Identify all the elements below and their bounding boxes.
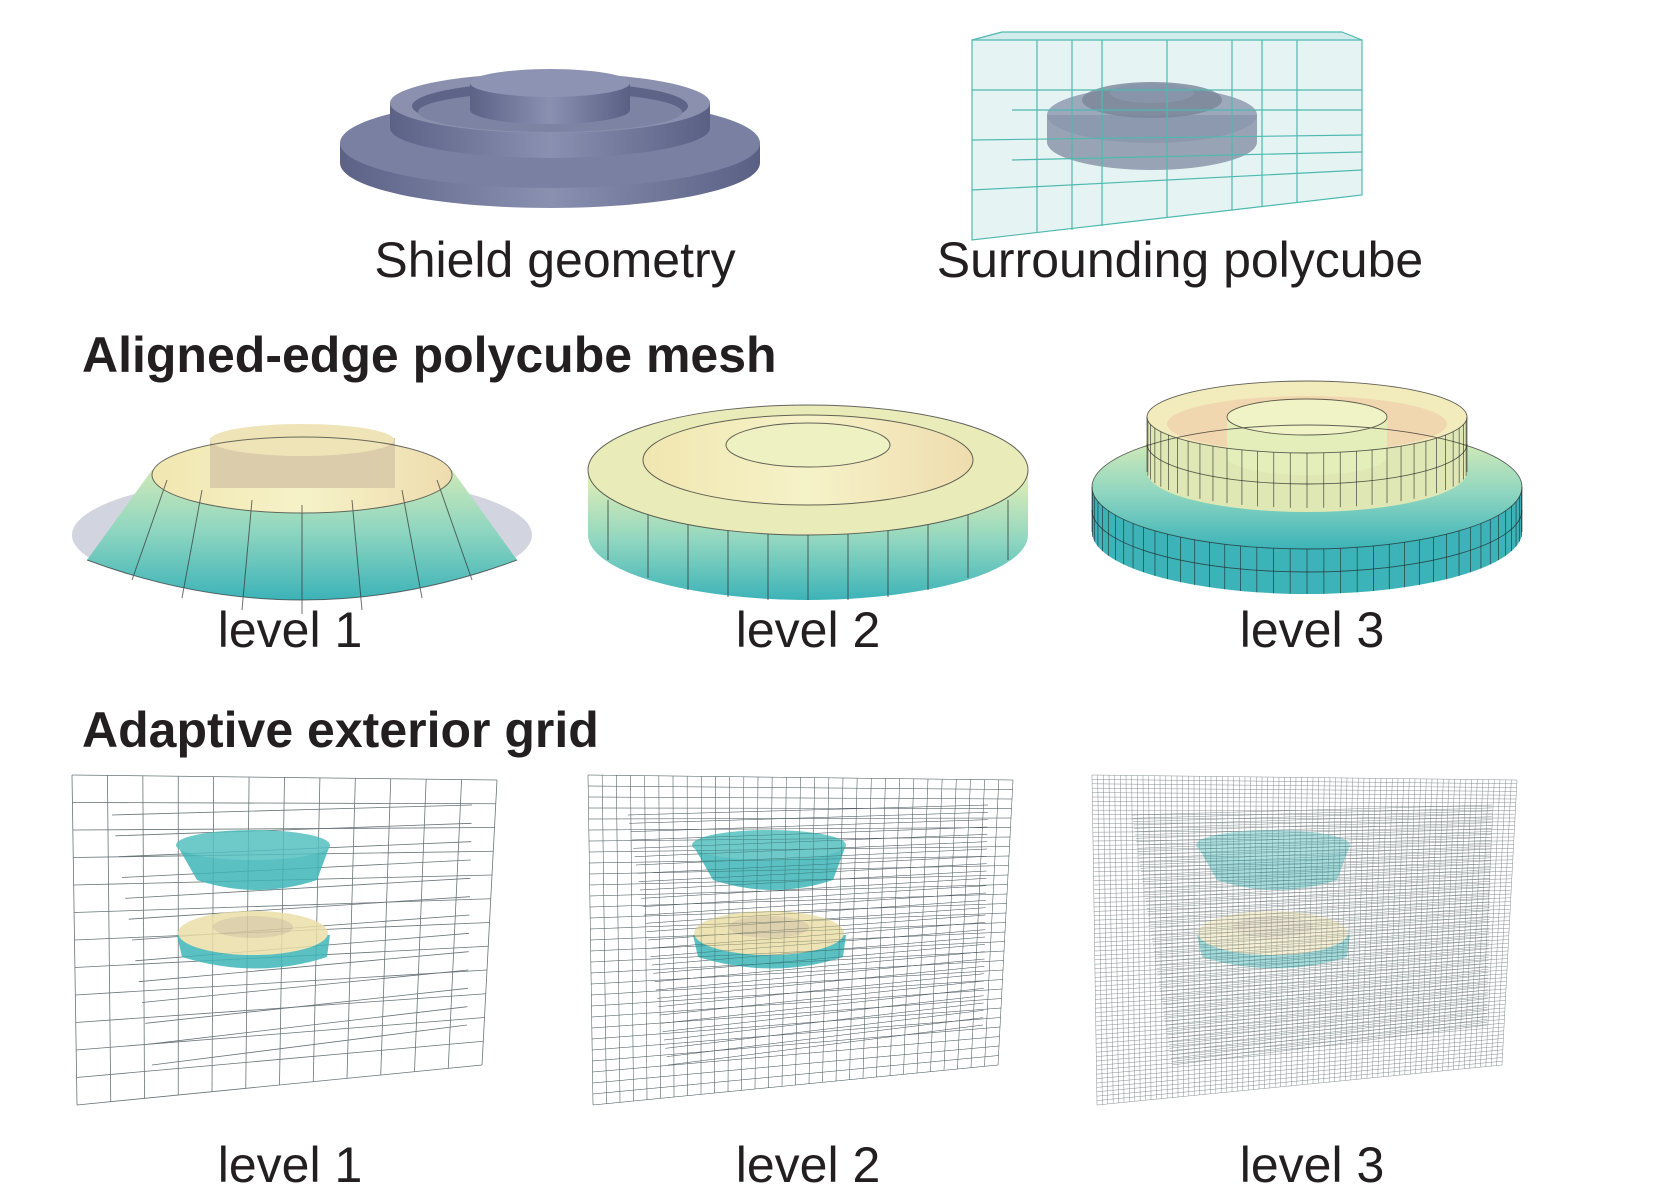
surrounding-polycube-image xyxy=(971,31,1363,241)
adaptive-level-2-label: level 2 xyxy=(735,1137,881,1193)
shield-geometry-label: Shield geometry xyxy=(374,232,736,288)
aligned-mesh-level-1-image xyxy=(72,424,532,614)
adaptive-level-3-label: level 3 xyxy=(1239,1137,1385,1193)
adaptive-level-1-label: level 1 xyxy=(217,1137,363,1193)
adaptive-grid-level-3-image xyxy=(1091,774,1518,1106)
aligned-level-2-label: level 2 xyxy=(735,602,881,658)
aligned-level-1-label: level 1 xyxy=(217,602,363,658)
shield-geometry-image xyxy=(340,69,760,208)
adaptive-grid-level-1-image xyxy=(71,774,498,1106)
aligned-edge-heading: Aligned-edge polycube mesh xyxy=(82,327,777,383)
surrounding-polycube-label: Surrounding polycube xyxy=(936,232,1424,288)
aligned-mesh-level-3-image xyxy=(1091,380,1523,594)
adaptive-grid-level-2-image xyxy=(587,774,1014,1106)
aligned-mesh-level-2-image xyxy=(587,404,1029,600)
adaptive-grid-heading: Adaptive exterior grid xyxy=(82,702,599,758)
aligned-level-3-label: level 3 xyxy=(1239,602,1385,658)
